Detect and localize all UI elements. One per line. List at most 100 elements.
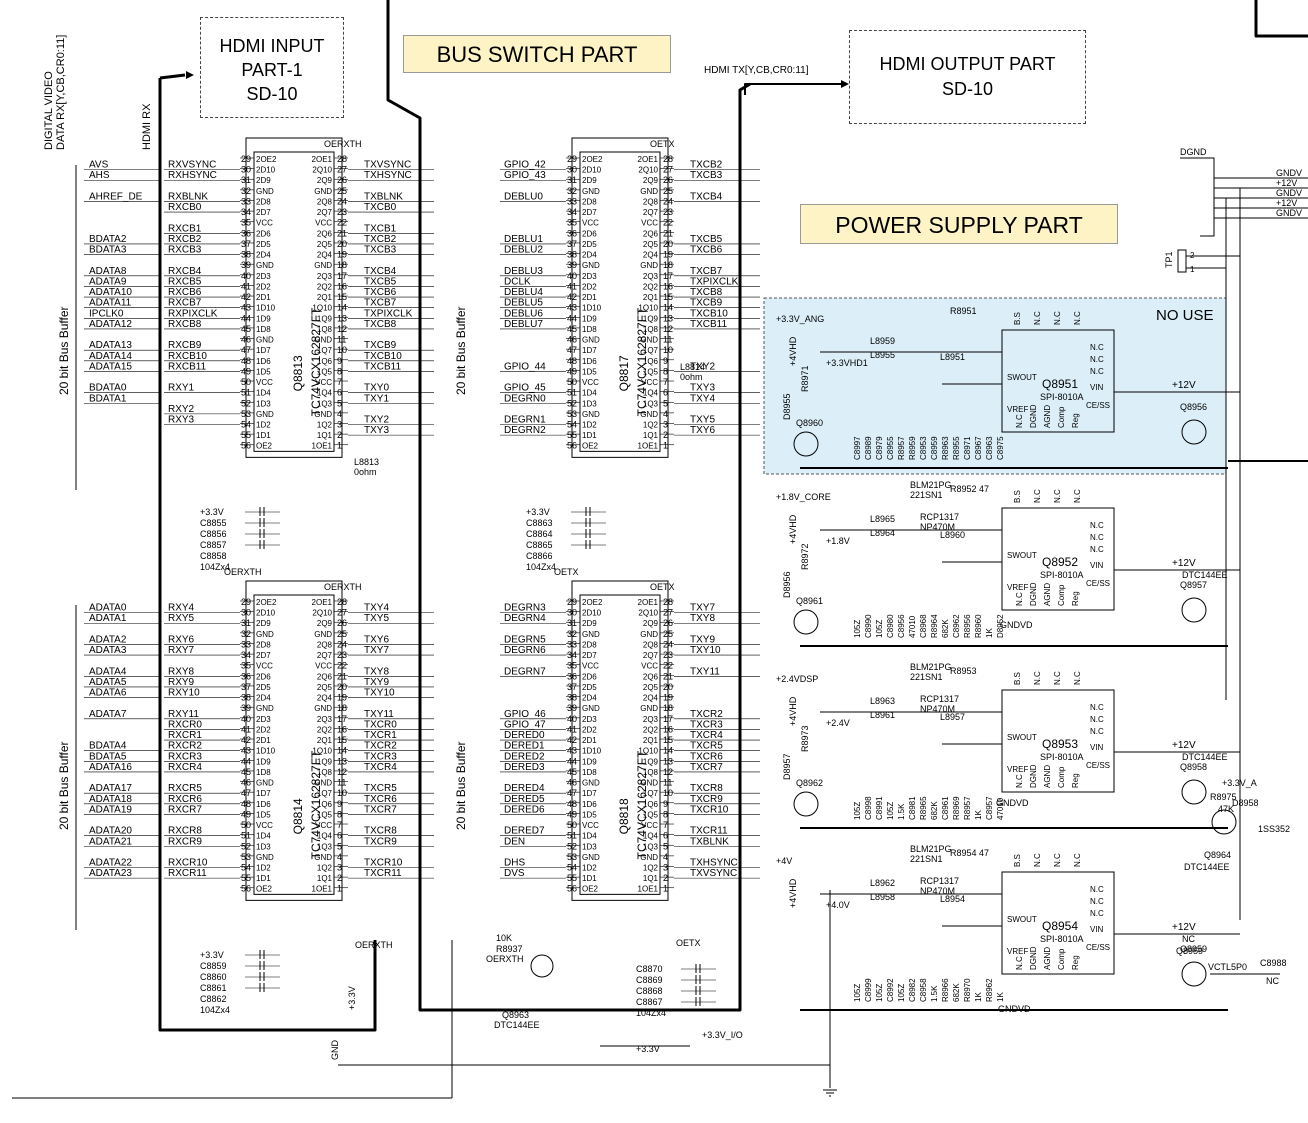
reg-4-comp: 1K — [996, 992, 1005, 1002]
q8813-net-out: TXCB4 — [364, 266, 397, 277]
reg-2-r: R8972 — [800, 543, 810, 570]
tp1-pin: 1 — [1190, 265, 1195, 274]
reg-1-pin: N.C — [1090, 343, 1104, 352]
q8814-net-out: TXCR6 — [364, 794, 397, 805]
q8813-pin-num: 32 — [241, 186, 251, 196]
reg-3-comp: R8957 — [963, 796, 972, 820]
q8814-pin-name: 2OE1 — [312, 598, 333, 607]
q8813-pin-num: 40 — [241, 271, 251, 281]
q8817-pin-num: 37 — [567, 239, 577, 249]
q8817-pin-num: 18 — [663, 260, 673, 270]
q8818-pin-name: 1Q7 — [643, 789, 659, 798]
q8813-net-in: RXCB0 — [168, 202, 202, 213]
q8814-net-in: RXCR7 — [168, 804, 202, 815]
q8813-pin-name: 2OE1 — [312, 155, 333, 164]
q8814-pin-num: 6 — [337, 831, 342, 841]
q8818-pin-num: 37 — [567, 682, 577, 692]
reg-2-bead: 221SN1 — [910, 490, 943, 500]
tp1-box — [1177, 249, 1187, 273]
reg-2-rcp: NP470M — [920, 522, 955, 532]
q8817-net-in: DEGRN1 — [504, 415, 546, 426]
q8813-pin-name: 1Q2 — [317, 421, 333, 430]
q8814-net-in: RXY5 — [168, 613, 195, 624]
q8813-pin-name: 2D9 — [256, 176, 271, 185]
q8814-pin-name: 1Q3 — [317, 842, 333, 851]
oetx-label: OETX — [676, 938, 701, 948]
q8817-pin-name: 2Q2 — [643, 282, 659, 291]
q8814-pin-num: 19 — [337, 693, 347, 703]
q8814-pin-name: 2Q2 — [317, 725, 333, 734]
reg-4-comp: 1K — [974, 992, 983, 1002]
reg-1-pin: VREF — [1007, 405, 1028, 414]
q8817-net-out: TXCB6 — [690, 245, 723, 256]
q8963-part: DTC144EE — [494, 1020, 540, 1030]
reg-4-bead: 221SN1 — [910, 854, 943, 864]
q8817-pin-num: 13 — [663, 313, 673, 323]
reg-2-pin: VIN — [1090, 561, 1104, 570]
q8817-pin-num: 45 — [567, 324, 577, 334]
q8818-pin-num: 45 — [567, 767, 577, 777]
q8814-pin-name: 1OE1 — [312, 885, 333, 894]
q8818-pin-name: VCC — [582, 662, 599, 671]
reg-4-pin: N.C — [1053, 853, 1062, 867]
q8818-pin-name: 1Q4 — [643, 832, 659, 841]
reg-4-pin: SWOUT — [1007, 915, 1037, 924]
q8814-pin-name: 1D10 — [256, 747, 276, 756]
reg-3-comp: C8957 — [985, 796, 994, 820]
q8818-pin-num: 48 — [567, 799, 577, 809]
q8818-pin-num: 8 — [663, 809, 668, 819]
q8813-pin-num: 39 — [241, 260, 251, 270]
q8813-pin-num: 52 — [241, 398, 251, 408]
q8813-pin-name: 1Q5 — [317, 367, 333, 376]
q8817-pin-num: 28 — [663, 154, 673, 164]
reg-3-ref: Q8953 — [1042, 737, 1078, 751]
q8814-pin-num: 18 — [337, 703, 347, 713]
reg-2-comp: C8990 — [864, 614, 873, 638]
q8817-net-in: DEBLU7 — [504, 319, 543, 330]
q8814-net-ext: ADATA6 — [89, 688, 127, 699]
reg-4-comp: 105Z — [897, 984, 906, 1002]
q8814-net-ext: ADATA5 — [89, 677, 127, 688]
q8818-net-out: TXCR4 — [690, 730, 723, 741]
q8818-pin-name: GND — [582, 779, 600, 788]
q8814-pin-name: 2Q3 — [317, 715, 333, 724]
q8814-pin-name: 1D5 — [256, 810, 271, 819]
q8813-net-in: RXY3 — [168, 415, 195, 426]
buffer-label: 20 bit Bus Buffer — [57, 741, 71, 830]
q8818-net-in: DERED5 — [504, 794, 545, 805]
hdmi-output-line1: HDMI OUTPUT PART — [879, 54, 1056, 74]
q8817-pin-num: 50 — [567, 377, 577, 387]
reg-2-rail: +1.8V_CORE — [776, 492, 831, 502]
reg-1-comp: R8963 — [941, 436, 950, 460]
reg-4-pin: CE/SS — [1086, 943, 1110, 952]
q8964-part: DTC144EE — [1184, 862, 1230, 872]
q8814-pin-name: OE2 — [256, 885, 273, 894]
reg-3-pin: N.C — [1090, 703, 1104, 712]
reg-4-comp: R8970 — [963, 978, 972, 1002]
q8817-net-out: TXCB7 — [690, 266, 723, 277]
q8817-pin-name: 2D10 — [582, 166, 602, 175]
q8813-net-ext: ADATA14 — [89, 351, 132, 362]
reg-3-pin: N.C — [1073, 671, 1082, 685]
reg-2-pin: N.C — [1033, 489, 1042, 503]
q8813-pin-name: 1D9 — [256, 314, 271, 323]
reg-2-comp: C8962 — [952, 614, 961, 638]
hdmi-tx-bus — [744, 83, 845, 95]
q8817-pin-num: 22 — [663, 218, 673, 228]
q8818-net-in: DEN — [504, 836, 525, 847]
c8988-label: C8988 — [1260, 958, 1287, 968]
q8814-net-ext: BDATA4 — [89, 741, 127, 752]
q8814-net-in: RXCR4 — [168, 762, 202, 773]
q8813-pin-name: GND — [314, 336, 332, 345]
q8814-net-out: TXY10 — [364, 688, 395, 699]
reg-2-pin: N.C — [1090, 521, 1104, 530]
q8818-pin-num: 15 — [663, 735, 673, 745]
q8818-net-out: TXY8 — [690, 613, 715, 624]
reg-3-comp: R8969 — [952, 796, 961, 820]
caps-d-label: C8868 — [636, 986, 663, 996]
q8813-net-in: RXCB7 — [168, 298, 202, 309]
reg-3-comp: R8965 — [919, 796, 928, 820]
reg-4-comp: C8992 — [886, 978, 895, 1002]
reg-4-comp: C8999 — [864, 978, 873, 1002]
q8814-net-ext: ADATA20 — [89, 826, 132, 837]
